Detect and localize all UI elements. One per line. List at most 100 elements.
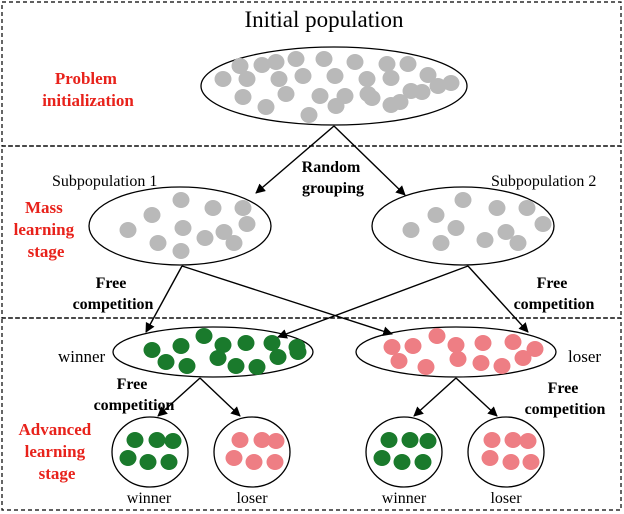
stage-label-mass-learning: Mass learning stage [14, 198, 79, 261]
arrow-winner-to-sub-loser [199, 377, 241, 417]
gray-individual [214, 71, 232, 87]
gray-individual [534, 216, 552, 232]
winner-sub-winner-dots [119, 432, 182, 470]
gray-individual [225, 235, 243, 251]
gray-individual [234, 200, 252, 216]
winner-individual [139, 454, 157, 470]
loser-individual [417, 359, 435, 375]
gray-individual [270, 71, 288, 87]
winner-individual [160, 454, 178, 470]
loser-individual [383, 339, 401, 355]
winner-individual [414, 454, 432, 470]
free-competition-label-loser: Free competition [525, 380, 606, 418]
winner-label-main: winner [58, 347, 106, 366]
loser-individual [267, 433, 285, 449]
stage-label-advanced-learning: Advanced learning stage [19, 420, 96, 483]
gray-individual [311, 88, 329, 104]
gray-individual [497, 224, 515, 240]
loser-population-dots [383, 328, 544, 375]
gray-individual [253, 57, 271, 73]
winner-individual [393, 454, 411, 470]
winner-individual [164, 433, 182, 449]
loser-individual [428, 328, 446, 344]
subpopulation-1-dots [119, 192, 256, 259]
winner-individual [195, 328, 213, 344]
winner-label-bottom-left: winner [127, 490, 172, 507]
arrow-init-to-sub2 [333, 125, 406, 196]
winner-individual [237, 335, 255, 351]
loser-individual [472, 355, 490, 371]
subpopulation-1-label: Subpopulation 1 [52, 173, 157, 190]
stage-label-problem-initialization: Problem initialization [42, 69, 134, 110]
loser-label-bottom-right: loser [490, 490, 522, 507]
gray-individual [476, 232, 494, 248]
loser-individual [481, 450, 499, 466]
gray-individual [143, 207, 161, 223]
loser-sub-winner-dots [373, 432, 437, 470]
gray-individual [294, 68, 312, 84]
loser-sub-loser-ellipse [467, 416, 545, 488]
loser-individual [526, 341, 544, 357]
gray-individual [363, 90, 381, 106]
gray-individual [518, 200, 536, 216]
loser-individual [493, 358, 511, 374]
winner-individual [419, 433, 437, 449]
loser-individual [502, 454, 520, 470]
loser-individual [404, 338, 422, 354]
gray-individual [427, 207, 445, 223]
loser-label-bottom-left: loser [236, 490, 268, 507]
loser-individual [474, 335, 492, 351]
winner-sub-loser-ellipse [213, 416, 291, 488]
loser-sub-loser-dots [481, 432, 540, 470]
loser-individual [390, 353, 408, 369]
loser-individual [483, 432, 501, 448]
gray-individual [419, 67, 437, 83]
loser-individual [245, 454, 263, 470]
gray-individual [346, 54, 364, 70]
gray-individual [277, 86, 295, 102]
gray-individual [287, 51, 305, 67]
gray-individual [378, 56, 396, 72]
gray-individual [172, 192, 190, 208]
arrow-winner-to-sub-winner [157, 377, 201, 417]
gray-individual [327, 98, 345, 114]
diagram-title: Initial population [244, 7, 404, 32]
random-grouping-label: Random grouping [302, 159, 365, 197]
winner-individual [172, 338, 190, 354]
gray-individual [215, 224, 233, 240]
gray-individual [257, 99, 275, 115]
subpopulation-2-dots [402, 192, 552, 251]
winner-individual [214, 337, 232, 353]
gray-individual [172, 243, 190, 259]
gray-individual [402, 222, 420, 238]
gray-individual [509, 235, 527, 251]
loser-individual [504, 432, 522, 448]
free-competition-label-left: Free competition [73, 275, 154, 313]
gray-individual [432, 235, 450, 251]
winner-individual [380, 432, 398, 448]
winner-individual [248, 359, 266, 375]
winner-individual [143, 342, 161, 358]
free-competition-label-winner: Free competition [94, 376, 175, 414]
gray-individual [300, 107, 318, 123]
winner-label-bottom-right: winner [382, 490, 427, 507]
loser-individual [253, 432, 271, 448]
loser-label-main: loser [568, 347, 601, 366]
subpopulation-2-label: Subpopulation 2 [491, 173, 596, 190]
winner-individual [148, 432, 166, 448]
gray-individual [119, 222, 137, 238]
gray-individual [326, 68, 344, 84]
initial-population-dots [214, 51, 460, 123]
arrow-loser-to-sub-winner [413, 377, 457, 417]
loser-individual [514, 350, 532, 366]
arrow-init-to-sub1 [255, 125, 335, 194]
winner-individual [263, 335, 281, 351]
winner-individual [401, 432, 419, 448]
gray-individual [149, 235, 167, 251]
winner-individual [269, 349, 287, 365]
loser-individual [522, 454, 540, 470]
gray-individual [442, 75, 460, 91]
arrow-sub2-to-winner [277, 265, 469, 339]
winner-individual [178, 358, 196, 374]
loser-individual [519, 433, 537, 449]
